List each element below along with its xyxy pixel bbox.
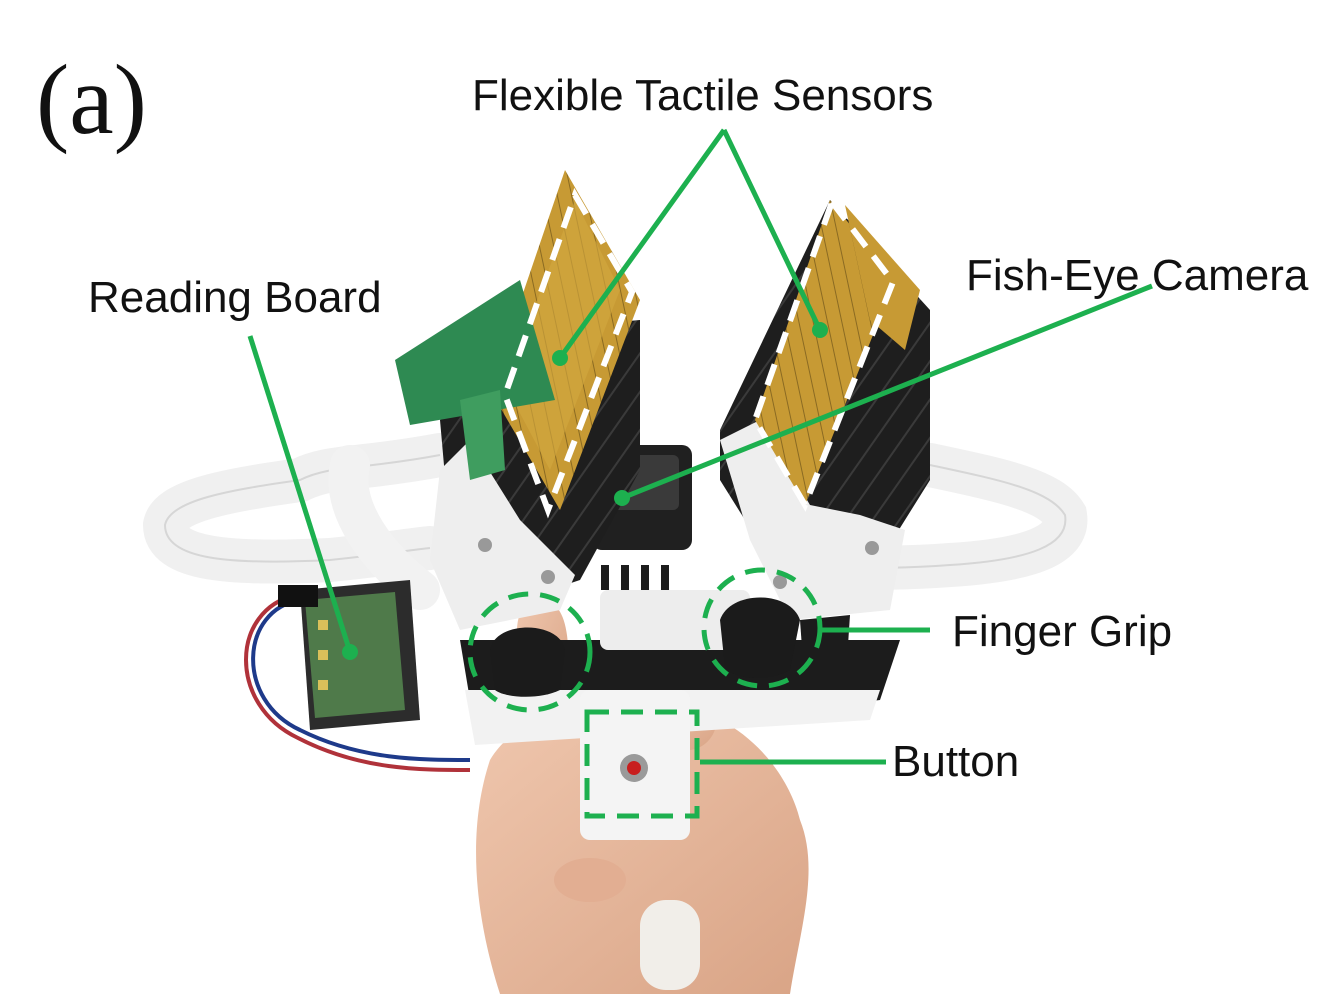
ribbon-cables	[142, 433, 1088, 610]
label-reading-board: Reading Board	[88, 273, 382, 322]
leader-lines	[247, 128, 1153, 765]
wires	[244, 593, 471, 772]
label-finger-grip: Finger Grip	[952, 607, 1173, 656]
label-button: Button	[892, 737, 1020, 786]
leader-tactile-sensors	[557, 128, 823, 360]
button-highlight-box	[584, 709, 700, 819]
leader-dots	[342, 322, 828, 660]
leader-fisheye-camera	[621, 283, 1153, 501]
panel-label: (a)	[36, 44, 147, 155]
finger-grip-highlight-circles	[467, 567, 823, 713]
label-fisheye-camera: Fish-Eye Camera	[966, 251, 1309, 300]
leader-reading-board	[247, 335, 353, 653]
finger-grip-rings	[490, 597, 800, 697]
label-flexible-tactile-sensors: Flexible Tactile Sensors	[472, 71, 934, 120]
left-finger-mount	[395, 170, 640, 630]
